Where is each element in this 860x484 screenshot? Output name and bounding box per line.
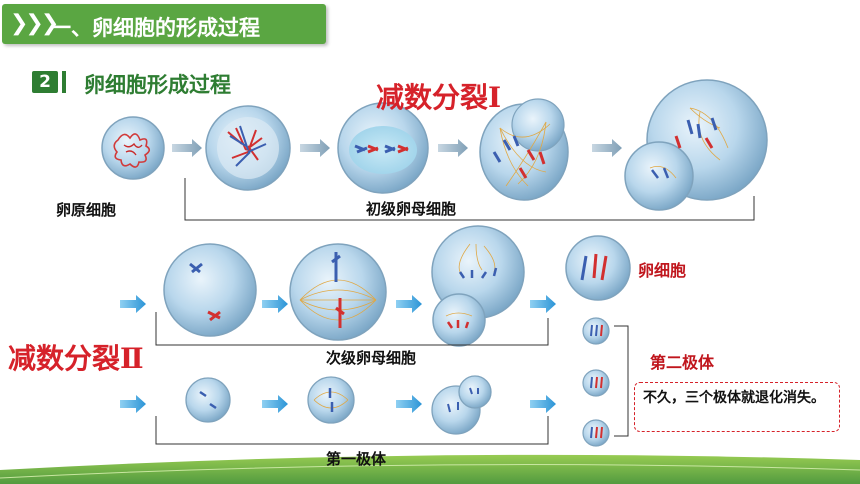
label-secondary-oocyte: 次级卵母细胞 xyxy=(326,349,417,367)
bracket-secondary xyxy=(155,312,549,346)
stage-meiosis-1: 减数分裂Ⅰ xyxy=(376,81,502,114)
first-polar-body-3 xyxy=(431,375,492,435)
stage-meiosis-2: 减数分裂Ⅱ xyxy=(8,342,144,375)
bracket-polar xyxy=(614,325,629,437)
arrow-blue-2 xyxy=(262,295,288,313)
secondary-oocyte-1 xyxy=(163,243,257,337)
primary-oocyte-telophase xyxy=(624,79,768,211)
oogonium-cell xyxy=(101,116,165,180)
section-title: 卵细胞形成过程 xyxy=(84,73,231,97)
label-oogonium: 卵原细胞 xyxy=(56,201,117,219)
second-polar-bodies xyxy=(582,317,610,447)
first-polar-body-2 xyxy=(307,376,355,424)
arrow-blue-7 xyxy=(396,395,422,413)
label-first-polar-body: 第一极体 xyxy=(326,450,387,468)
arrow-blue-1 xyxy=(120,295,146,313)
primary-oocyte-metaphase xyxy=(337,102,429,194)
arrow-blue-5 xyxy=(120,395,146,413)
bracket-first-polar xyxy=(155,416,549,445)
title-bar: ❯❯❯ 一、卵细胞的形成过程 xyxy=(2,4,326,44)
arrow-2 xyxy=(300,139,330,157)
egg-cell xyxy=(565,235,631,301)
arrow-blue-3 xyxy=(396,295,422,313)
bottom-band xyxy=(0,454,860,484)
section-divider xyxy=(62,71,66,93)
primary-oocyte-anaphase xyxy=(479,98,569,201)
arrow-blue-6 xyxy=(262,395,288,413)
bracket-primary xyxy=(184,178,755,221)
arrow-blue-4 xyxy=(530,295,556,313)
arrow-4 xyxy=(592,139,622,157)
first-polar-body-1 xyxy=(185,377,231,423)
primary-oocyte-prophase xyxy=(205,105,291,191)
chevron-icon: ❯❯❯ xyxy=(10,11,59,36)
note-box: 不久，三个极体就退化消失。 xyxy=(634,382,840,432)
page-title: 一、卵细胞的形成过程 xyxy=(50,16,260,40)
arrow-blue-8 xyxy=(530,395,556,413)
arrow-1 xyxy=(172,139,202,157)
section-number: 2 xyxy=(32,71,58,93)
secondary-oocyte-3 xyxy=(431,225,525,347)
secondary-oocyte-2 xyxy=(289,243,387,341)
label-primary-oocyte: 初级卵母细胞 xyxy=(366,200,457,218)
arrow-3 xyxy=(438,139,468,157)
label-second-polar-body: 第二极体 xyxy=(650,353,715,372)
label-egg: 卵细胞 xyxy=(638,261,687,280)
